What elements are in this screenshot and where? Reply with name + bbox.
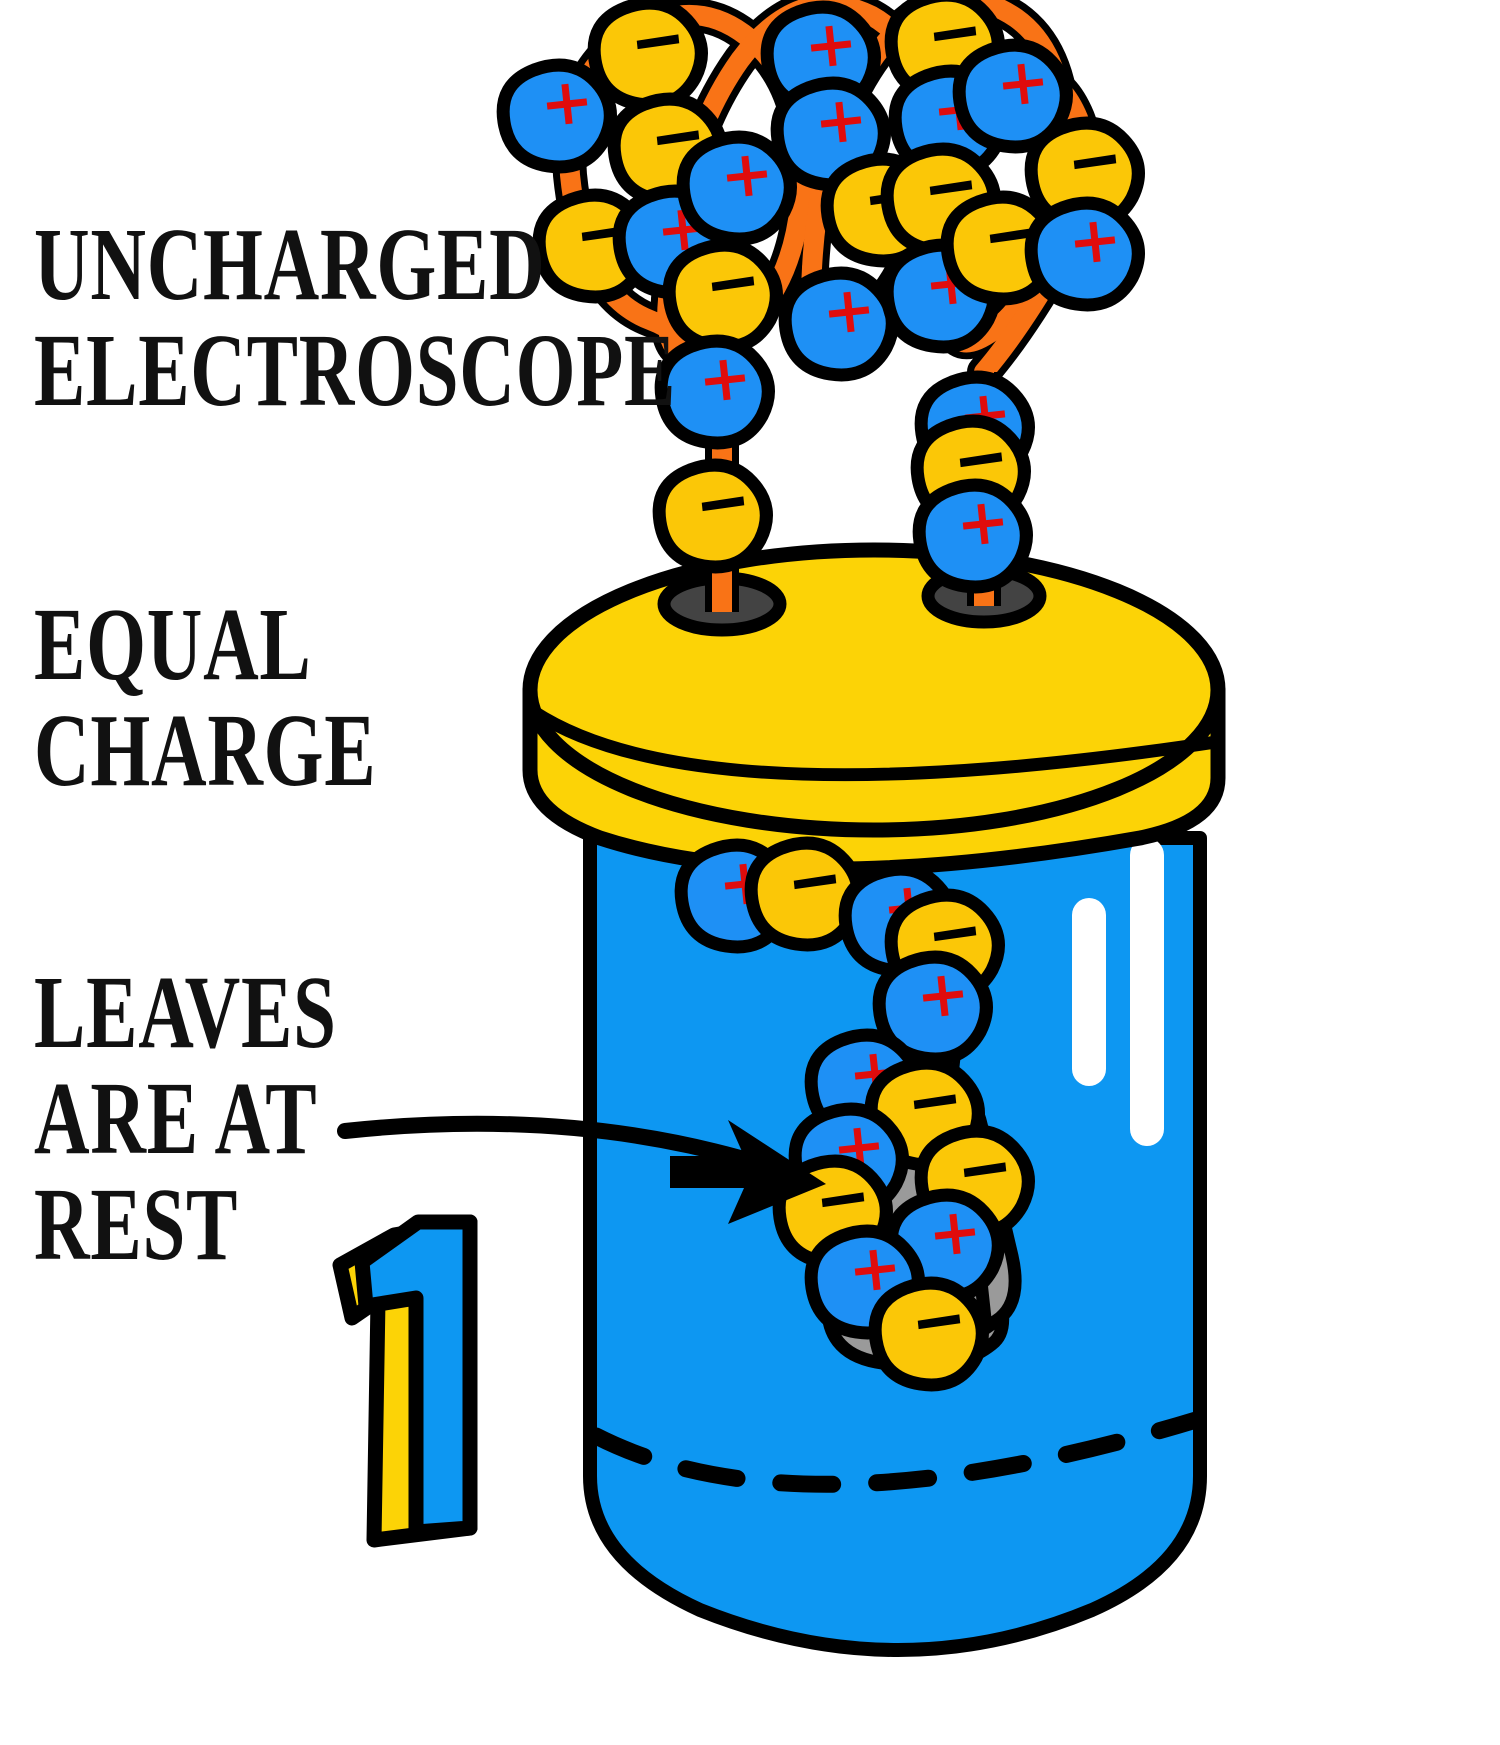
- label-leaves-are-at-rest: Leaves are at rest: [34, 955, 337, 1283]
- charge-negative: [940, 190, 1061, 306]
- jar-lid: [522, 542, 1226, 877]
- jar-back-rim-dashed: [587, 1411, 1205, 1493]
- label-equal-charge: Equal Charge: [34, 587, 377, 809]
- charge-markers: [496, 0, 1145, 1392]
- charge-negative: [652, 458, 773, 574]
- jar-highlights: [1072, 838, 1164, 1146]
- charge-positive: [676, 130, 797, 246]
- charge-positive: [778, 266, 899, 382]
- charge-positive: [872, 950, 993, 1066]
- charge-positive: [912, 478, 1033, 594]
- charge-positive: [1024, 196, 1145, 312]
- leaves-callout-arrow: [337, 1115, 826, 1224]
- charge-negative: [868, 1276, 989, 1392]
- step-badge: [332, 1214, 478, 1548]
- label-uncharged-electroscope: Uncharged Electroscope: [34, 207, 677, 429]
- charge-negative: [744, 836, 865, 952]
- highlight-stripe-short: [1072, 898, 1106, 1086]
- charge-negative: [662, 238, 783, 354]
- arrow-head: [670, 1120, 826, 1224]
- charge-negative: [587, 0, 708, 112]
- charge-positive: [496, 58, 617, 174]
- lid-seam: [527, 705, 1223, 782]
- charge-positive: [654, 334, 775, 450]
- highlight-stripe-long: [1130, 838, 1164, 1146]
